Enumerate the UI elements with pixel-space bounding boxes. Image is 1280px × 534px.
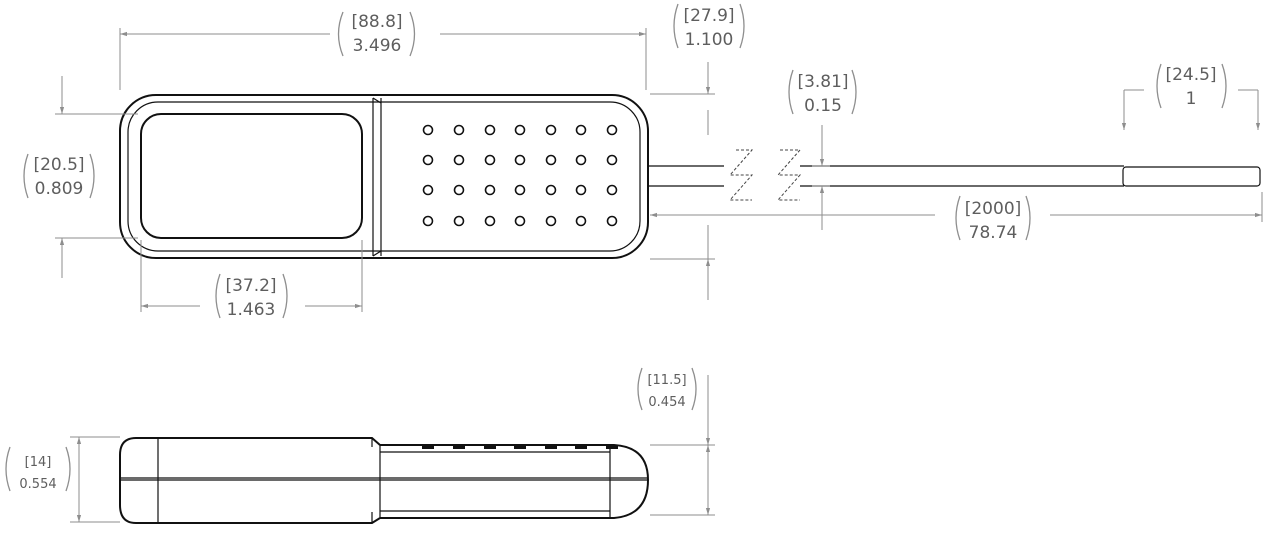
device-body-side xyxy=(119,437,650,524)
vent-hole-grid xyxy=(422,124,618,227)
dim-total-thickness-imperial: 0.554 xyxy=(19,477,56,492)
vent-hole xyxy=(514,215,526,227)
dim-window-height: [20.5] 0.809 xyxy=(23,76,138,278)
display-window xyxy=(140,113,363,239)
dim-cable-diameter: [3.81] 0.15 xyxy=(788,69,857,230)
dim-cable-length-metric: [2000] xyxy=(965,199,1022,219)
dim-cable-length-imperial: 78.74 xyxy=(969,223,1018,243)
dim-total-thickness-metric: [14] xyxy=(25,455,52,470)
dim-cable-diameter-imperial: 0.15 xyxy=(804,96,842,116)
dim-overall-length: [88.8] 3.496 xyxy=(119,11,647,90)
vent-hole xyxy=(422,124,434,136)
vent-hole xyxy=(484,215,496,227)
dim-sensor-tip-metric: [24.5] xyxy=(1165,65,1216,85)
device-body-top xyxy=(119,94,649,259)
dim-overall-width-metric: [27.9] xyxy=(683,6,734,26)
vent-hole xyxy=(514,184,526,196)
vent-hole xyxy=(422,215,434,227)
dim-window-height-imperial: 0.809 xyxy=(35,179,84,199)
dim-overall-length-imperial: 3.496 xyxy=(353,36,402,56)
vent-hole xyxy=(514,154,526,166)
keypad-bumps-side xyxy=(422,446,618,449)
vent-hole xyxy=(606,154,618,166)
dim-window-height-metric: [20.5] xyxy=(33,155,84,175)
vent-hole xyxy=(606,124,618,136)
vent-hole xyxy=(484,184,496,196)
cable xyxy=(648,149,1261,201)
vent-hole xyxy=(575,184,587,196)
dim-window-width: [37.2] 1.463 xyxy=(140,240,363,320)
dim-window-width-metric: [37.2] xyxy=(225,276,276,296)
vent-hole xyxy=(422,184,434,196)
keypad-bump xyxy=(484,446,496,449)
dim-overall-width: [27.9] 1.100 xyxy=(650,3,745,300)
dim-sensor-tip: [24.5] 1 xyxy=(1121,63,1261,130)
dim-total-thickness: [14] 0.554 xyxy=(5,436,120,523)
vent-hole xyxy=(545,124,557,136)
sensor-tip xyxy=(1122,166,1261,187)
dim-half-thickness-metric: [11.5] xyxy=(647,373,686,388)
top-view: [88.8] 3.496 [27.9] 1.100 [3.81] 0.15 xyxy=(23,3,1263,320)
vent-hole xyxy=(545,154,557,166)
vent-hole xyxy=(575,154,587,166)
dim-overall-length-metric: [88.8] xyxy=(351,12,402,32)
dim-cable-diameter-metric: [3.81] xyxy=(797,72,848,92)
vent-hole xyxy=(453,154,465,166)
dim-sensor-tip-imperial: 1 xyxy=(1186,89,1197,109)
vent-hole xyxy=(422,154,434,166)
vent-hole xyxy=(453,184,465,196)
vent-hole xyxy=(575,215,587,227)
vent-hole xyxy=(484,154,496,166)
keypad-bump xyxy=(422,446,434,449)
vent-hole xyxy=(545,184,557,196)
keypad-bump xyxy=(545,446,557,449)
vent-hole xyxy=(514,124,526,136)
side-view: [11.5] 0.454 [14] 0.554 xyxy=(5,367,715,524)
vent-hole xyxy=(453,124,465,136)
vent-hole xyxy=(453,215,465,227)
dim-half-thickness-imperial: 0.454 xyxy=(648,395,685,410)
vent-hole xyxy=(545,215,557,227)
vent-hole xyxy=(484,124,496,136)
dim-overall-width-imperial: 1.100 xyxy=(685,30,734,50)
vent-hole xyxy=(606,184,618,196)
keypad-bump xyxy=(575,446,587,449)
dim-cable-length: [2000] 78.74 xyxy=(650,192,1263,243)
vent-hole xyxy=(606,215,618,227)
keypad-bump xyxy=(514,446,526,449)
dim-half-thickness: [11.5] 0.454 xyxy=(637,367,715,516)
vent-hole xyxy=(575,124,587,136)
dim-window-width-imperial: 1.463 xyxy=(227,300,276,320)
keypad-bump xyxy=(606,446,618,449)
keypad-bump xyxy=(453,446,465,449)
